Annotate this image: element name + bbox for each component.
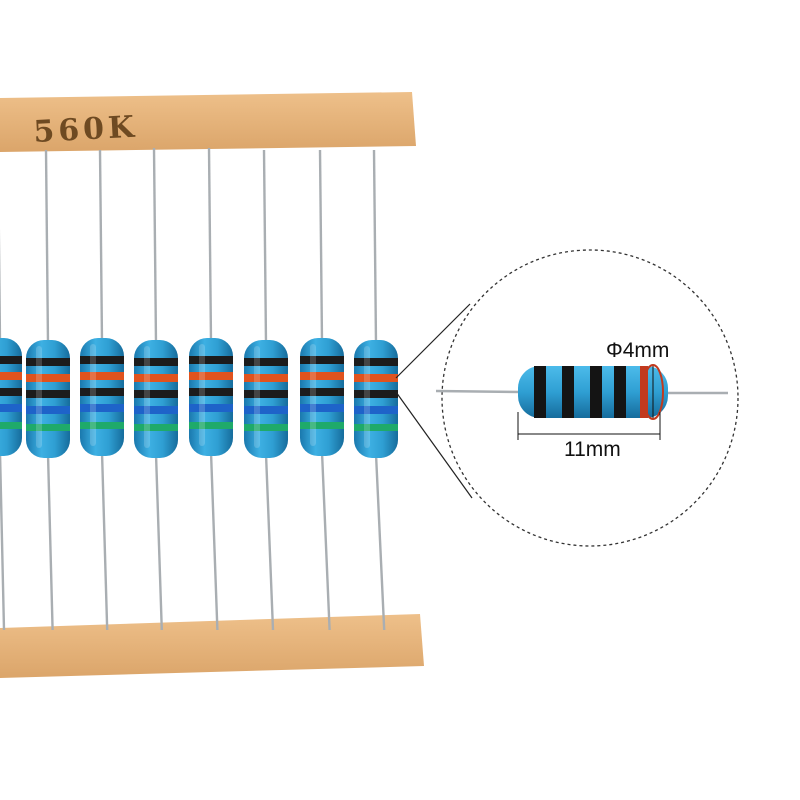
resistor <box>300 149 344 631</box>
top-tape <box>0 92 416 152</box>
resistor-highlight <box>310 344 316 446</box>
detail-resistor: Φ4mm 11mm <box>435 339 728 461</box>
color-band <box>134 390 178 398</box>
color-band <box>189 404 233 412</box>
detail-color-band <box>614 366 626 418</box>
detail-lead-left <box>435 389 523 394</box>
resistor <box>134 147 178 631</box>
color-band <box>26 358 70 366</box>
diameter-label: Φ4mm <box>606 339 669 362</box>
color-band <box>134 358 178 366</box>
color-band <box>80 404 124 412</box>
color-band <box>26 374 70 382</box>
resistor <box>189 147 233 631</box>
resistor-lead-bottom <box>264 453 275 631</box>
color-band <box>26 390 70 398</box>
color-band <box>300 356 344 364</box>
resistor <box>26 149 70 631</box>
color-band <box>189 388 233 396</box>
callout-line-bottom <box>395 391 473 499</box>
color-band <box>354 374 398 382</box>
color-band <box>0 422 22 429</box>
resistor-body <box>134 340 178 458</box>
resistor-lead-bottom <box>320 451 331 631</box>
color-band <box>189 372 233 380</box>
resistor-highlight <box>90 344 96 446</box>
resistor-lead-bottom <box>0 451 6 631</box>
color-band <box>0 372 22 380</box>
resistor-body <box>80 338 124 456</box>
resistor-highlight <box>254 346 260 448</box>
resistor-body <box>354 340 398 458</box>
color-band <box>134 424 178 431</box>
color-band <box>0 356 22 364</box>
color-band <box>0 388 22 396</box>
color-band <box>244 390 288 398</box>
resistor-lead-bottom <box>374 453 386 631</box>
length-label: 11mm <box>564 438 621 461</box>
color-band <box>80 388 124 396</box>
resistor-lead-bottom <box>46 453 54 631</box>
resistor-highlight <box>199 344 205 446</box>
resistor-body <box>244 340 288 458</box>
diameter-marker <box>642 364 664 420</box>
resistor-highlight <box>36 346 42 448</box>
resistor <box>80 149 124 631</box>
resistor-lead-top <box>372 149 378 345</box>
resistor-lead-top <box>318 149 324 343</box>
color-band <box>244 406 288 414</box>
resistor-body <box>0 338 22 456</box>
color-band <box>354 358 398 366</box>
color-band <box>300 388 344 396</box>
resistor-lead-bottom <box>209 451 219 631</box>
resistor <box>244 149 288 631</box>
color-band <box>354 424 398 431</box>
resistor-body <box>300 338 344 456</box>
callout-line-top <box>395 303 471 379</box>
color-band <box>26 424 70 431</box>
resistor-lead-top <box>98 149 104 343</box>
color-band <box>134 406 178 414</box>
resistor-strip <box>0 147 398 631</box>
color-band <box>80 356 124 364</box>
detail-color-band <box>590 366 602 418</box>
tape-value-label: 560K <box>33 110 139 150</box>
color-band <box>80 372 124 380</box>
color-band <box>244 358 288 366</box>
resistor-lead-top <box>152 147 158 345</box>
resistor-lead-bottom <box>154 453 163 631</box>
color-band <box>134 374 178 382</box>
color-band <box>189 422 233 429</box>
resistor-lead-top <box>44 149 50 345</box>
resistor <box>354 149 398 631</box>
bottom-tape <box>0 614 424 678</box>
resistor-lead-top <box>207 147 213 343</box>
detail-color-band <box>562 366 574 418</box>
resistor-highlight <box>144 346 150 448</box>
color-band <box>300 404 344 412</box>
color-band <box>26 406 70 414</box>
color-band <box>300 422 344 429</box>
color-band <box>189 356 233 364</box>
color-band <box>300 372 344 380</box>
resistor-body <box>26 340 70 458</box>
resistor-lead-top <box>262 149 268 345</box>
color-band <box>354 390 398 398</box>
color-band <box>354 406 398 414</box>
color-band <box>0 404 22 412</box>
color-band <box>244 374 288 382</box>
detail-color-band <box>534 366 546 418</box>
color-band <box>80 422 124 429</box>
resistor-body <box>189 338 233 456</box>
color-band <box>244 424 288 431</box>
resistor <box>0 227 22 631</box>
resistor-lead-bottom <box>100 451 109 631</box>
resistor-highlight <box>364 346 370 448</box>
